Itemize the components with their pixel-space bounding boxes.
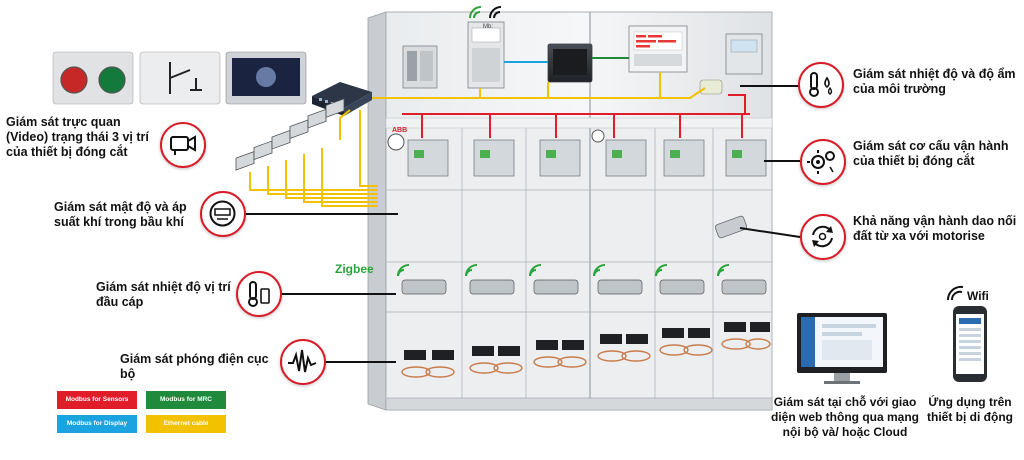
legend-ethernet: Ethernet cable <box>146 415 226 433</box>
switchgear-cabinet <box>367 11 773 411</box>
label-video-monitoring: Giám sát trực quan (Video) trạng thái 3 … <box>6 115 149 159</box>
label-cable-temp: Giám sát nhiệt độ vị trí đầu cáp <box>96 280 231 309</box>
rotate-arrows-icon <box>800 214 846 260</box>
label-gas-monitoring: Giám sát mật độ và áp suất khí trong bầu… <box>54 200 187 229</box>
zigbee-label: Zigbee <box>335 262 374 276</box>
label-mobile-app: Ứng dụng trên thiết bị di động <box>927 395 1013 424</box>
smartphone <box>953 306 987 382</box>
gas-meter-icon <box>200 191 246 237</box>
camera-array <box>235 98 345 171</box>
label-partial-discharge: Giám sát phóng điện cục bộ <box>120 352 269 381</box>
video-photo <box>225 51 307 105</box>
gears-icon <box>800 139 846 185</box>
wifi-icon <box>946 285 964 301</box>
label-web-monitoring: Giám sát tại chỗ với giao diện web thông… <box>771 395 919 439</box>
panel-small-label: Mb: <box>483 24 494 30</box>
earth-switch-photo <box>139 51 221 105</box>
label-earthing-remote: Khả năng vận hành dao nối đất từ xa với … <box>853 214 1017 243</box>
zigbee-signals <box>397 264 730 277</box>
legend-modbus-mrc: Modbus for MRC <box>146 391 226 409</box>
gateway-wifi-icon-2 <box>489 6 502 19</box>
label-mechanism: Giám sát cơ cấu vận hành của thiết bị đó… <box>853 139 1009 168</box>
gateway-wifi-icon <box>469 6 482 19</box>
mechanism-green-parts <box>414 150 742 158</box>
sensor-bus <box>402 94 750 138</box>
legend-modbus-sensors: Modbus for Sensors <box>57 391 137 409</box>
label-env-monitoring: Giám sát nhiệt độ và độ ẩm của môi trườn… <box>853 67 1016 96</box>
mechanism-units <box>407 139 767 177</box>
temperature-humidity-icon <box>798 62 844 108</box>
pd-sensors <box>404 322 770 360</box>
video-camera-icon <box>160 122 206 168</box>
cable-sensors <box>401 279 767 295</box>
ethernet-cables <box>249 72 706 207</box>
thermometer-sensor-icon <box>236 271 282 317</box>
gas-gauge <box>387 133 405 151</box>
top-devices <box>402 21 763 95</box>
earthing-motor <box>715 215 747 239</box>
abb-logo: ABB <box>392 127 408 134</box>
wifi-label: Wifi <box>967 289 989 303</box>
web-monitor <box>797 313 887 384</box>
legend-modbus-display: Modbus for Display <box>57 415 137 433</box>
waveform-icon <box>280 339 326 385</box>
indicator-photo <box>52 51 134 105</box>
pd-coils <box>401 338 771 378</box>
